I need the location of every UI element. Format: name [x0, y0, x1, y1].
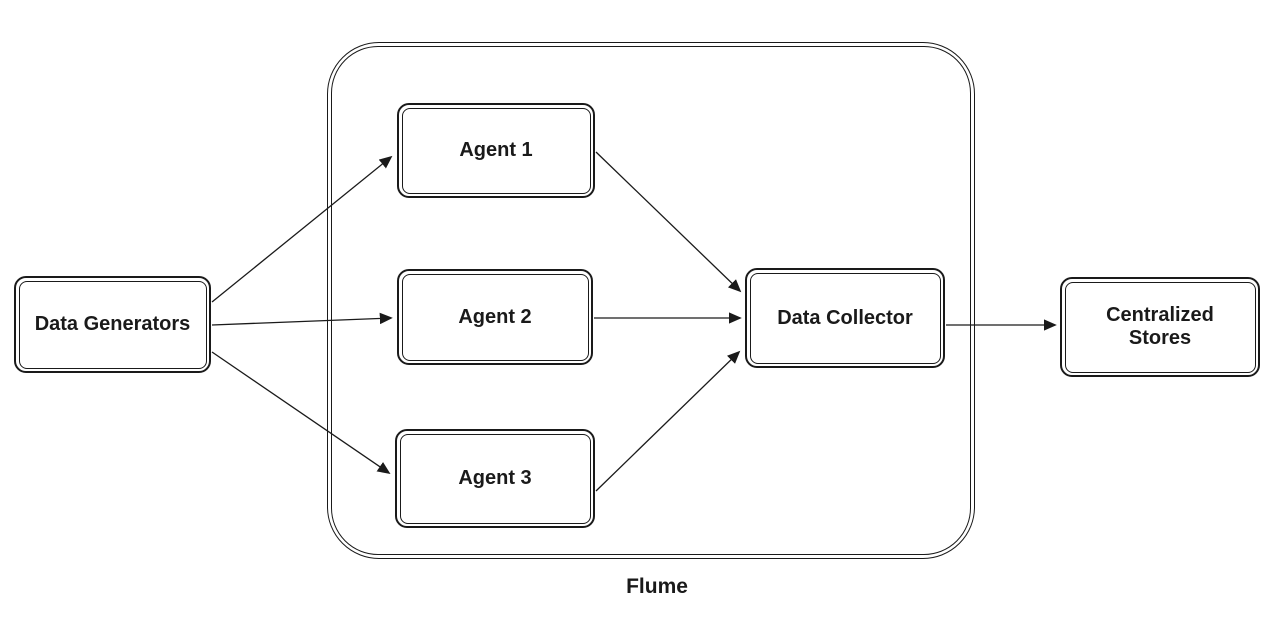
arrow-data-generators-to-agent-1 — [211, 155, 393, 303]
arrow-data-generators-to-agent-3 — [211, 351, 391, 475]
node-agent-2-inner: Agent 2 — [401, 273, 589, 361]
node-data-generators-inner: Data Generators — [18, 280, 207, 369]
node-agent-3-label: Agent 3 — [458, 467, 532, 489]
node-data-generators: Data Generators — [14, 276, 211, 373]
arrow-data-generators-to-agent-2 — [211, 312, 393, 326]
node-agent-2-label: Agent 2 — [458, 305, 532, 328]
arrow-agent-1-to-data-collector — [595, 151, 742, 293]
node-agent-3-inner: Agent 3 — [399, 433, 591, 524]
flume-container-inner-border — [331, 46, 971, 555]
node-agent-1: Agent 1 — [397, 103, 595, 198]
node-data-collector-label: Data Collector — [777, 306, 913, 329]
node-data-collector: Data Collector — [745, 268, 945, 368]
node-data-collector-inner: Data Collector — [749, 272, 941, 364]
node-centralized-stores: Centralized Stores — [1060, 277, 1260, 377]
node-data-generators-label: Data Generators — [34, 313, 191, 335]
arrow-agent-3-to-data-collector — [595, 350, 741, 492]
flume-container-label: Flume — [626, 575, 688, 598]
node-centralized-stores-label: Centralized Stores — [1106, 304, 1214, 349]
node-agent-3: Agent 3 — [395, 429, 595, 528]
node-agent-1-inner: Agent 1 — [401, 107, 591, 194]
node-centralized-stores-inner: Centralized Stores — [1064, 281, 1256, 373]
node-agent-2: Agent 2 — [397, 269, 593, 365]
node-agent-1-label: Agent 1 — [459, 139, 533, 161]
